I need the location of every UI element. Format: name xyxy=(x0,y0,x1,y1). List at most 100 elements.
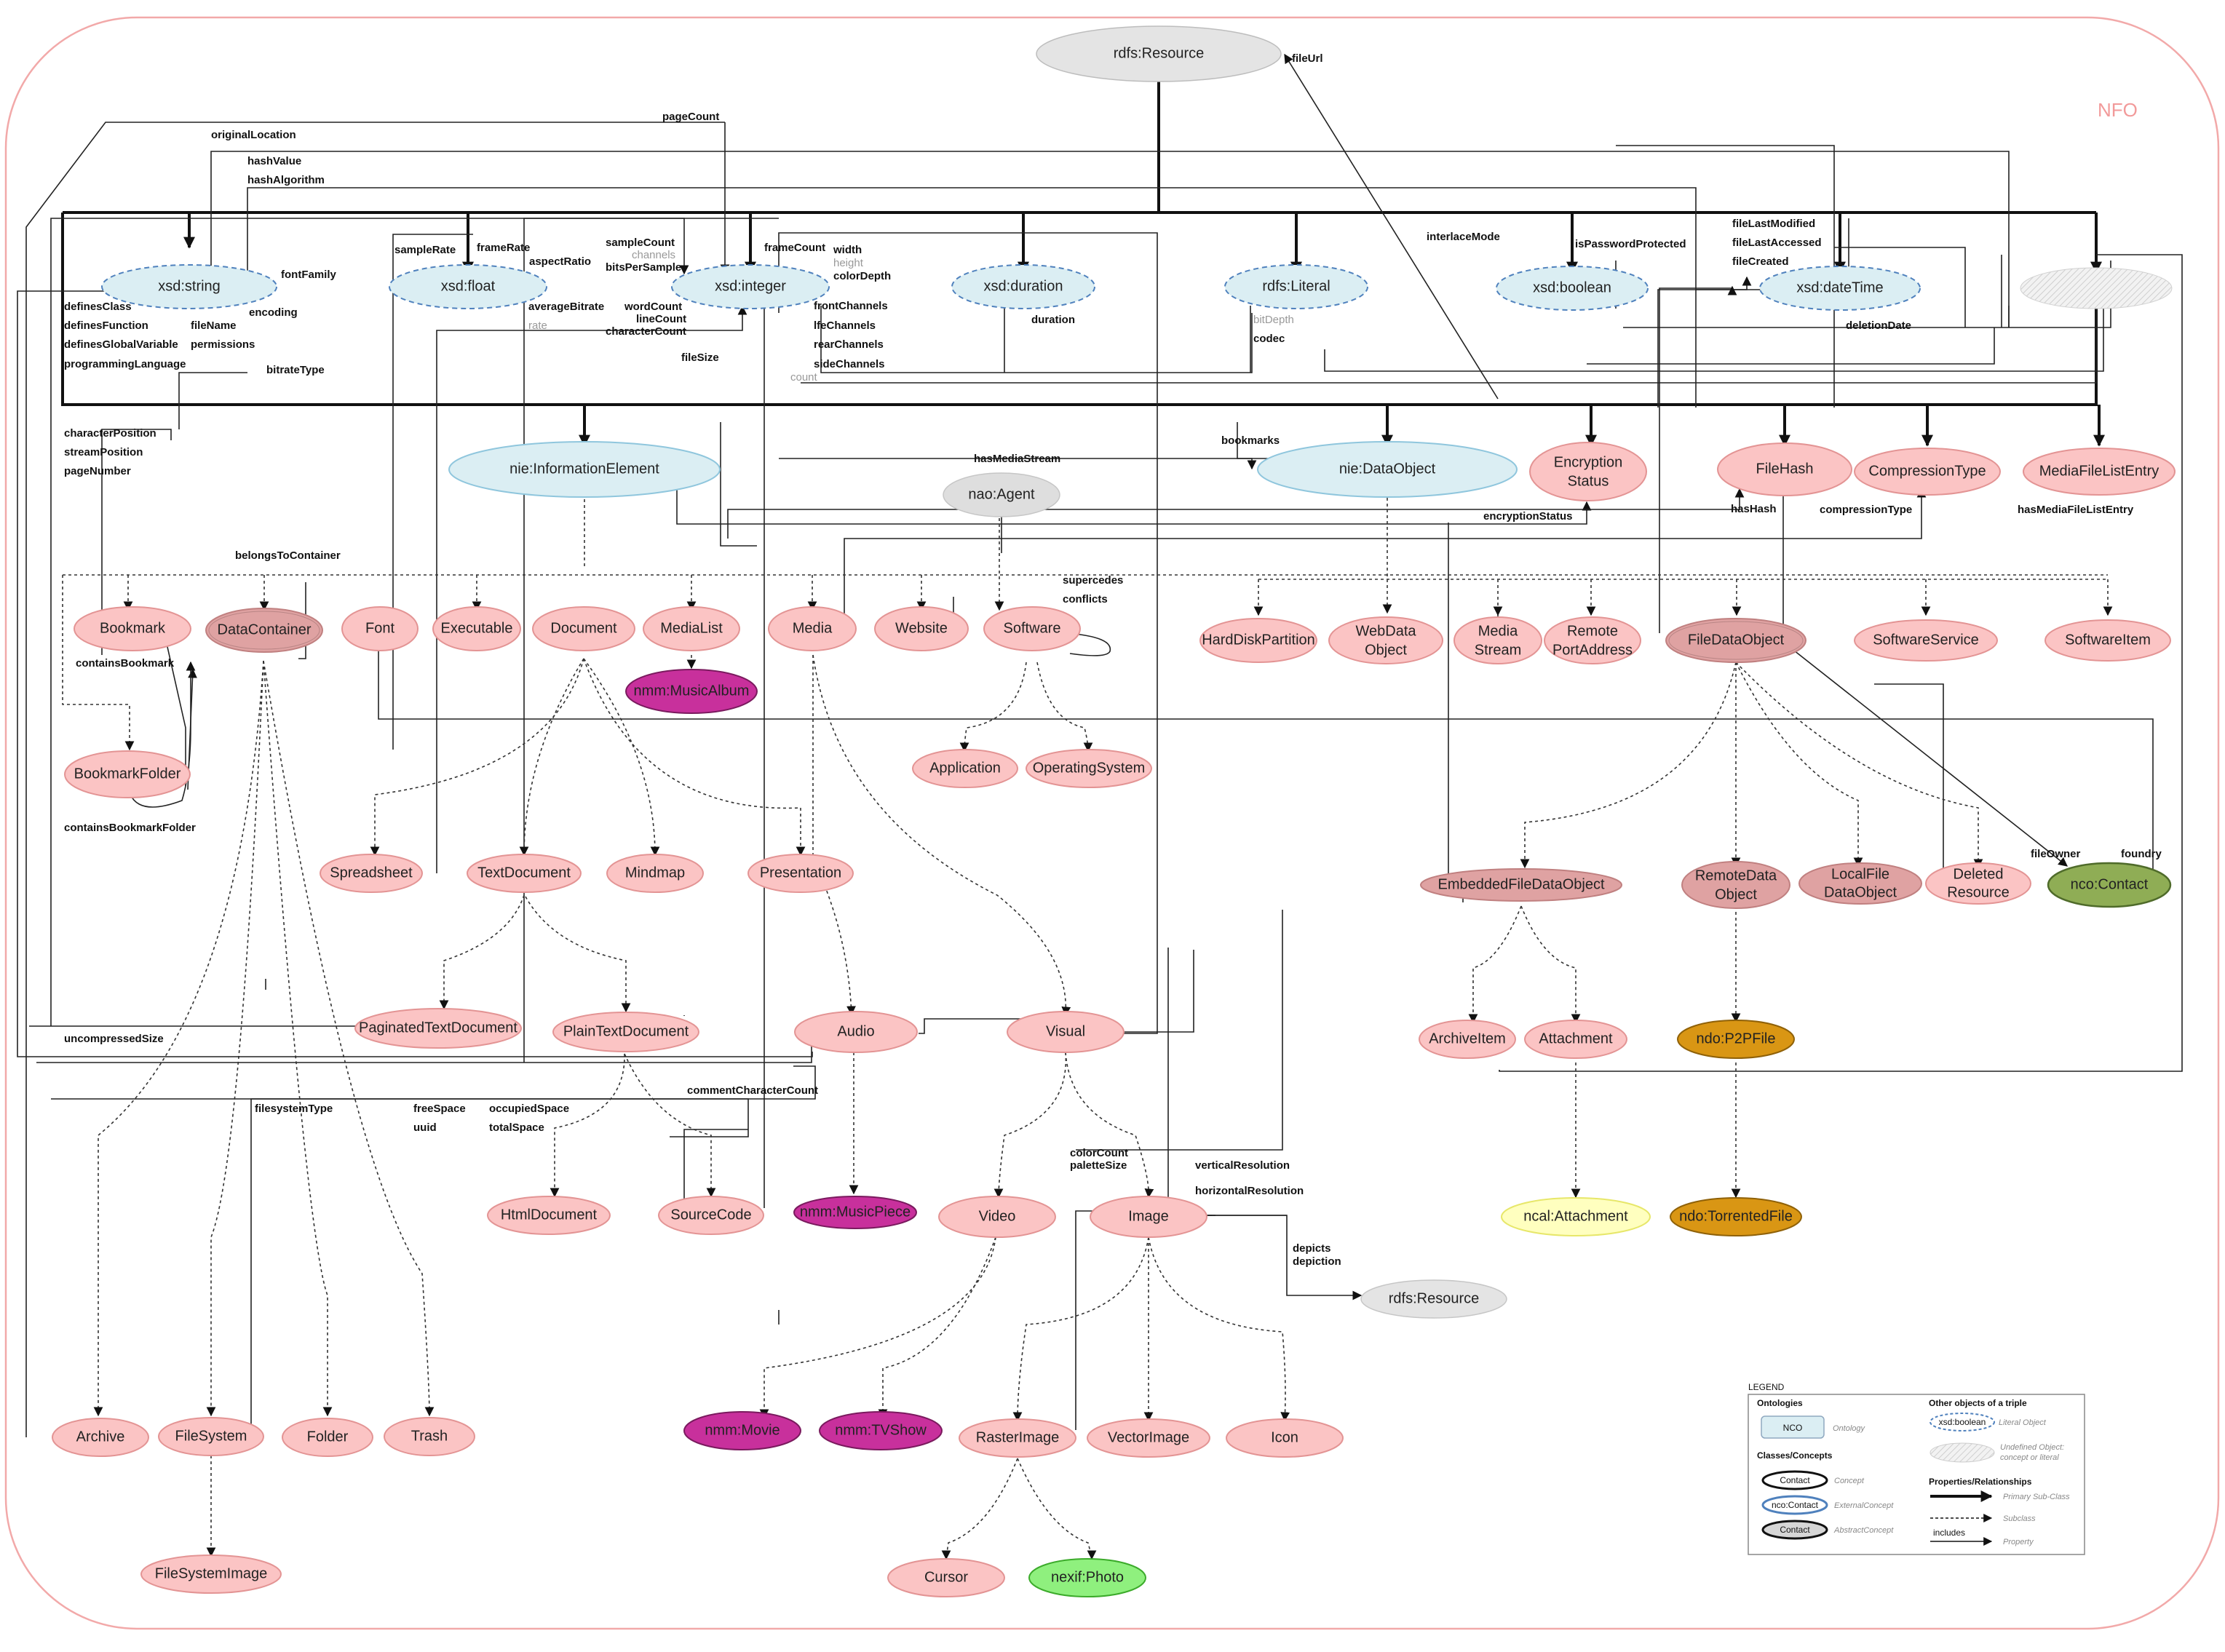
node-embedded-file-data-object: EmbeddedFileDataObject xyxy=(1420,868,1622,902)
property-labels: fileUrl pageCount originalLocation hashV… xyxy=(64,52,2162,1268)
legend-external-concept: ExternalConcept xyxy=(1834,1501,1894,1510)
svg-text:Trash: Trash xyxy=(411,1428,448,1444)
node-visual: Visual xyxy=(1007,1011,1125,1053)
prop-isPasswordProtected: isPasswordProtected xyxy=(1575,238,1686,250)
node-text-document: TextDocument xyxy=(467,854,582,893)
prop-compressionType: compressionType xyxy=(1820,504,1912,516)
svg-text:Font: Font xyxy=(365,620,394,636)
prop-uuid: uuid xyxy=(413,1121,437,1134)
node-image: Image xyxy=(1090,1196,1207,1238)
svg-text:LocalFile: LocalFile xyxy=(1831,866,1889,882)
node-xsd-duration: xsd:duration xyxy=(951,264,1095,309)
node-mindmap: Mindmap xyxy=(606,854,704,893)
svg-text:TextDocument: TextDocument xyxy=(477,865,571,881)
prop-containsBookmarkFolder: containsBookmarkFolder xyxy=(64,822,196,834)
svg-text:BookmarkFolder: BookmarkFolder xyxy=(74,766,181,782)
node-vector-image: VectorImage xyxy=(1087,1418,1210,1458)
prop-pageCount: pageCount xyxy=(662,111,719,123)
ontology-frame xyxy=(4,16,2220,1630)
node-media-file-list-entry: MediaFileListEntry xyxy=(2023,448,2176,496)
prop-definesFunction: definesFunction xyxy=(64,319,148,332)
svg-text:Spreadsheet: Spreadsheet xyxy=(330,865,413,881)
node-bookmark-folder: BookmarkFolder xyxy=(64,750,191,798)
svg-text:Remote: Remote xyxy=(1567,623,1618,639)
node-software-service: SoftwareService xyxy=(1854,619,1998,662)
svg-text:Icon: Icon xyxy=(1271,1429,1298,1445)
node-spreadsheet: Spreadsheet xyxy=(320,854,423,893)
svg-text:FileHash: FileHash xyxy=(1756,461,1814,477)
prop-channels: channels xyxy=(632,249,675,261)
node-rdfs-resource-top: rdfs:Resource xyxy=(1036,25,1282,82)
svg-text:rdfs:Resource: rdfs:Resource xyxy=(1114,45,1205,61)
prop-colorDepth: colorDepth xyxy=(833,270,891,282)
svg-text:xsd:integer: xsd:integer xyxy=(715,278,786,294)
prop-hasMediaFileListEntry: hasMediaFileListEntry xyxy=(2018,504,2134,516)
prop-commentCharacterCount: commentCharacterCount xyxy=(687,1084,818,1097)
node-paginated-text-document: PaginatedTextDocument xyxy=(354,1008,522,1049)
prop-filesystemType: filesystemType xyxy=(255,1103,333,1115)
node-rdfs-resource-bottom: rdfs:Resource xyxy=(1360,1279,1507,1319)
node-data-container: DataContainer xyxy=(205,608,323,653)
svg-text:FileDataObject: FileDataObject xyxy=(1688,632,1785,648)
prop-bookmarks: bookmarks xyxy=(1221,434,1280,447)
legend-ontology: Ontology xyxy=(1833,1424,1866,1433)
prop-fileCreated: fileCreated xyxy=(1732,255,1789,268)
node-xsd-integer: xsd:integer xyxy=(671,264,830,309)
svg-text:SoftwareItem: SoftwareItem xyxy=(2065,632,2151,648)
prop-bitsPerSample: bitsPerSample xyxy=(606,261,681,274)
prop-sampleRate: sampleRate xyxy=(394,244,456,256)
node-encryption-status: Encryption Status xyxy=(1529,442,1647,501)
legend-abstract-concept: AbstractConcept xyxy=(1833,1526,1894,1535)
svg-text:PortAddress: PortAddress xyxy=(1552,642,1633,658)
svg-text:Executable: Executable xyxy=(441,620,513,636)
ontology-label: NFO xyxy=(2098,99,2138,121)
node-xsd-datetime: xsd:dateTime xyxy=(1759,266,1921,311)
svg-text:nexif:Photo: nexif:Photo xyxy=(1051,1569,1124,1585)
node-executable: Executable xyxy=(432,606,521,651)
svg-text:ndo:TorrentedFile: ndo:TorrentedFile xyxy=(1679,1208,1793,1224)
node-bookmark: Bookmark xyxy=(74,606,191,651)
prop-sideChannels: sideChannels xyxy=(814,358,885,370)
prop-colorCount: colorCount xyxy=(1070,1147,1128,1159)
prop-definesClass: definesClass xyxy=(64,301,132,313)
legend-ontology-swatch xyxy=(1761,1415,1825,1439)
svg-text:xsd:dateTime: xsd:dateTime xyxy=(1796,279,1883,295)
node-archive-item: ArchiveItem xyxy=(1419,1020,1516,1059)
legend-classes-concepts: Classes/Concepts xyxy=(1757,1450,1833,1461)
prop-hashValue: hashValue xyxy=(247,155,301,167)
node-operating-system: OperatingSystem xyxy=(1026,749,1152,788)
prop-depicts: depicts xyxy=(1293,1242,1331,1255)
node-icon: Icon xyxy=(1226,1418,1344,1458)
svg-text:ndo:P2PFile: ndo:P2PFile xyxy=(1697,1030,1776,1047)
prop-rearChannels: rearChannels xyxy=(814,338,884,351)
svg-text:xsd:string: xsd:string xyxy=(158,278,221,294)
legend-nco: NCO xyxy=(1783,1423,1803,1433)
svg-text:Application: Application xyxy=(929,760,1001,776)
prop-fileUrl: fileUrl xyxy=(1292,52,1323,65)
prop-frontChannels: frontChannels xyxy=(814,300,888,312)
prop-fileOwner: fileOwner xyxy=(2031,848,2081,860)
svg-text:DataObject: DataObject xyxy=(1824,884,1897,900)
svg-text:Object: Object xyxy=(1365,642,1407,658)
node-data-object: nie:DataObject xyxy=(1257,441,1518,498)
prop-count: count xyxy=(790,371,818,384)
legend-title: LEGEND xyxy=(1748,1382,1785,1392)
svg-text:WebData: WebData xyxy=(1355,623,1416,639)
prop-verticalResolution: verticalResolution xyxy=(1195,1159,1290,1172)
svg-text:VectorImage: VectorImage xyxy=(1108,1429,1189,1445)
legend-subclass: Subclass xyxy=(2003,1514,2036,1523)
prop-frameRate: frameRate xyxy=(477,242,530,254)
svg-text:xsd:float: xsd:float xyxy=(441,278,496,294)
svg-text:nmm:Movie: nmm:Movie xyxy=(705,1422,780,1438)
svg-text:Folder: Folder xyxy=(307,1429,349,1445)
prop-sampleCount: sampleCount xyxy=(606,237,675,249)
node-ncal-attachment: ncal:Attachment xyxy=(1501,1197,1651,1236)
node-file-system-image: FileSystemImage xyxy=(140,1554,282,1594)
legend-properties-relationships: Properties/Relationships xyxy=(1929,1477,2032,1487)
prop-belongsToContainer: belongsToContainer xyxy=(235,549,341,562)
legend-property: Property xyxy=(2003,1538,2034,1546)
node-photo: nexif:Photo xyxy=(1028,1558,1146,1597)
svg-text:MediaFileListEntry: MediaFileListEntry xyxy=(2039,463,2159,479)
legend-includes: includes xyxy=(1933,1528,1965,1538)
